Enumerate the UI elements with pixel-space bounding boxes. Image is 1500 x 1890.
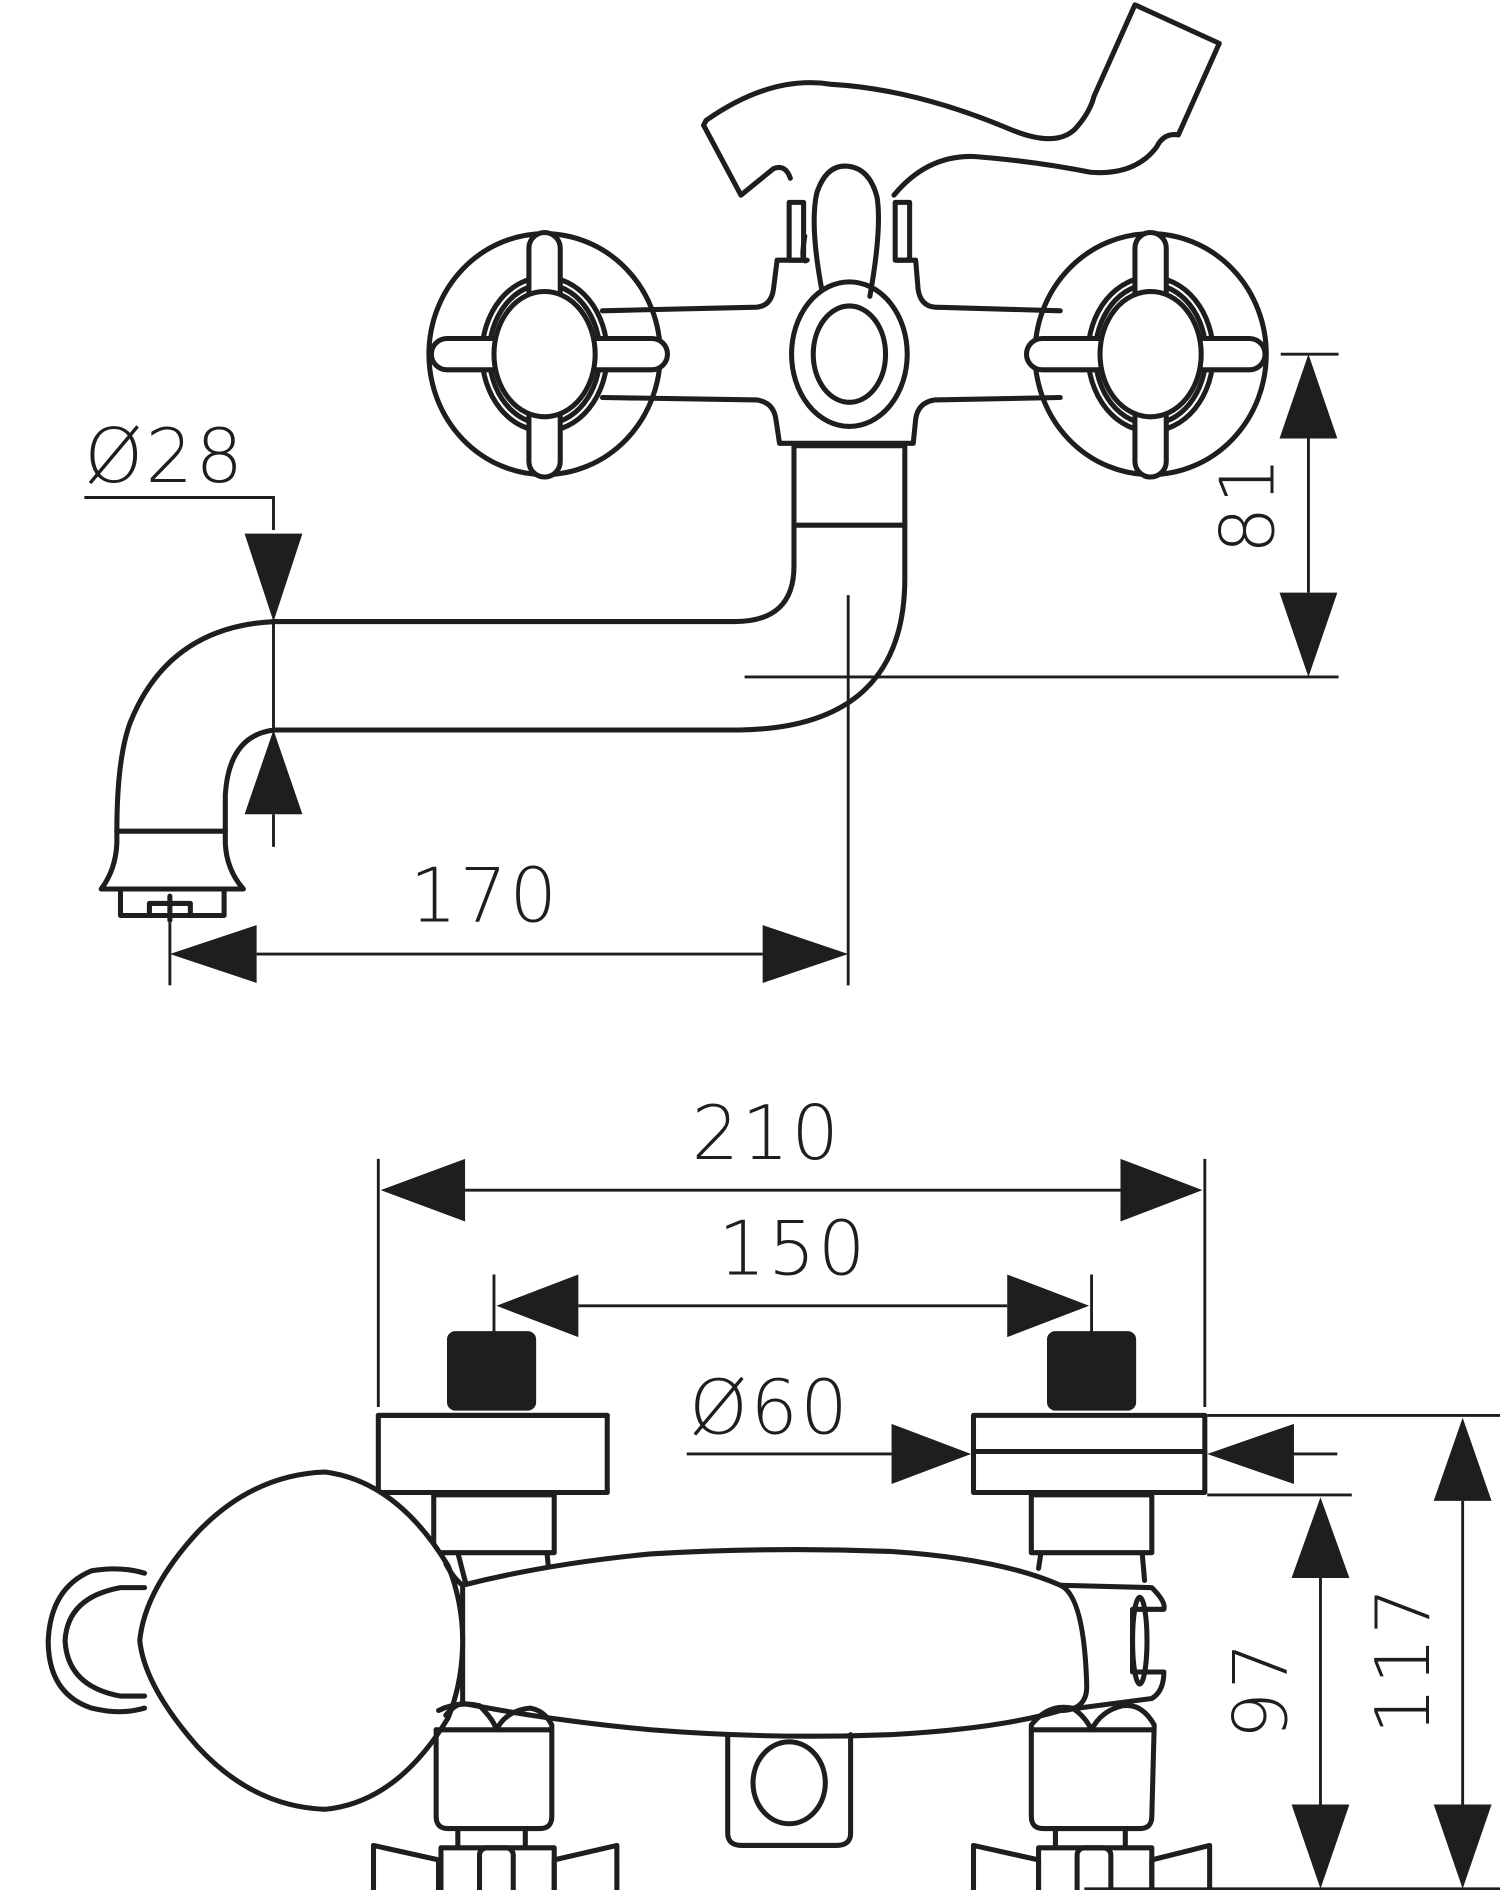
dimension-spout-diameter: Ø28 [84, 413, 303, 847]
arrow-left [380, 1158, 466, 1222]
arrow-down [1279, 592, 1338, 677]
mixer-body-top [460, 1547, 1167, 1739]
arrow-left [169, 925, 257, 983]
dimension-label-spout-reach: 170 [410, 853, 560, 940]
dimension-label-spout-diameter: Ø28 [84, 413, 245, 500]
spout [98, 522, 908, 923]
mixer-body [599, 257, 1063, 446]
spout-collar [791, 443, 908, 528]
central-cartridge [786, 163, 913, 299]
arrow-up [244, 729, 303, 815]
diverter-outlet [725, 1732, 854, 1848]
valve-stem-left [370, 1701, 620, 1890]
arrow-right [762, 925, 849, 983]
valve-stem-right [970, 1702, 1213, 1890]
arrow-left [1207, 1423, 1294, 1485]
dimension-label-flange-diameter: Ø60 [689, 1364, 850, 1451]
dimension-label-overall-width: 210 [692, 1090, 842, 1177]
dimension-label-spout-height-offset: 81 [1204, 454, 1291, 554]
dimension-spout-reach: 170 [168, 595, 850, 986]
dimension-inlet-spacing: 150 [492, 1205, 1094, 1338]
dimension-overall-depth: 117 [1084, 1413, 1500, 1890]
arrow-right [1120, 1158, 1203, 1222]
lever-handle [701, 2, 1222, 198]
cross-handle-left [426, 229, 670, 480]
arrow-up [1279, 354, 1338, 439]
dimension-label-inlet-spacing: 150 [718, 1205, 868, 1292]
dimension-flange-diameter: Ø60 [686, 1364, 1338, 1485]
arrow-up [1291, 1497, 1350, 1579]
dimension-wall-to-body-depth: 97 [1207, 1493, 1352, 1889]
arrow-up [1433, 1417, 1492, 1501]
dimension-label-wall-to-body-depth: 97 [1218, 1640, 1305, 1740]
arrow-right [1007, 1274, 1090, 1338]
cross-handle-right [1023, 229, 1269, 480]
inlet-threads [446, 1331, 1137, 1411]
top-view: 210 150 Ø60 97 [45, 1090, 1500, 1890]
eccentric-connectors [431, 1492, 1155, 1593]
arrow-left [496, 1274, 579, 1338]
arrow-right [891, 1423, 972, 1485]
arrow-down [1433, 1804, 1492, 1889]
front-view: Ø28 170 81 [84, 2, 1339, 986]
dimension-overall-width: 210 [376, 1090, 1207, 1407]
dimension-spout-height-offset: 81 [744, 352, 1339, 679]
main-handle-knob [45, 1469, 466, 1812]
dimension-label-overall-depth: 117 [1360, 1585, 1447, 1735]
arrow-down [1291, 1804, 1350, 1889]
arrow-down [244, 533, 303, 622]
